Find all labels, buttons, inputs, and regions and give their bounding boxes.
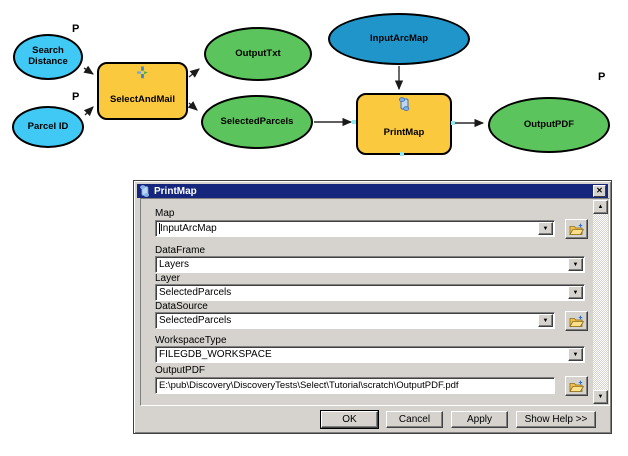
node-input-arcmap[interactable]: InputArcMap [328,13,470,65]
outputpdf-value[interactable]: E:\pub\Discovery\DiscoveryTests\Select\T… [159,380,459,391]
selection-handle[interactable] [400,152,404,156]
workspacetype-value[interactable]: FILEGDB_WORKSPACE [159,349,272,360]
model-icon [136,66,149,80]
connector-arrows [83,65,485,128]
scrollbar-track[interactable] [593,214,608,390]
open-folder-icon [569,380,584,393]
dropdown-arrow-icon[interactable]: ▼ [568,286,583,299]
node-selected-parcels[interactable]: SelectedParcels [201,95,313,149]
outputpdf-browse-button[interactable] [565,376,588,396]
cancel-button[interactable]: Cancel [386,411,443,428]
node-output-txt[interactable]: OutputTxt [204,27,312,81]
show-help-button[interactable]: Show Help >> [516,411,596,428]
parameter-marker: P [72,23,80,35]
datasource-browse-button[interactable] [565,311,588,331]
layer-combobox[interactable]: SelectedParcels ▼ [155,284,585,301]
field-label-map: Map [155,208,175,219]
printmap-dialog: PrintMap ✕ Map InputArcMap ▼ Dat [133,180,612,434]
ok-button[interactable]: OK [321,411,378,428]
field-label-layer: Layer [155,273,181,284]
apply-button[interactable]: Apply [451,411,508,428]
datasource-combobox[interactable]: SelectedParcels ▼ [155,312,555,329]
node-label: OutputPDF [523,118,575,130]
node-output-pdf[interactable]: OutputPDF [488,97,610,153]
dropdown-arrow-icon[interactable]: ▼ [568,258,583,271]
vertical-scrollbar[interactable]: ▲ ▼ [593,200,608,404]
close-icon[interactable]: ✕ [593,185,606,197]
selection-handle[interactable] [352,120,356,124]
node-parcel-id[interactable]: Parcel ID [12,106,84,148]
map-value[interactable]: InputArcMap [159,222,217,235]
scroll-down-icon[interactable]: ▼ [593,390,608,404]
outputpdf-input[interactable]: E:\pub\Discovery\DiscoveryTests\Select\T… [155,377,555,394]
node-label: Parcel ID [27,120,69,132]
node-label: Search Distance [28,45,68,67]
scroll-up-icon[interactable]: ▲ [593,200,608,214]
map-combobox[interactable]: InputArcMap ▼ [155,220,555,237]
field-label-dataframe: DataFrame [155,245,206,256]
dropdown-arrow-icon[interactable]: ▼ [568,348,583,361]
model-diagram: P P P Search Distance Parcel ID SelectAn… [0,0,628,178]
field-label-workspacetype: WorkspaceType [155,335,227,346]
node-label: PrintMap [383,126,425,138]
node-label: OutputTxt [235,47,281,59]
node-label: InputArcMap [369,32,429,44]
dataframe-value[interactable]: Layers [159,259,190,270]
open-folder-icon [569,315,584,328]
script-icon [398,97,410,111]
field-label-datasource: DataSource [155,301,208,312]
map-browse-button[interactable] [565,219,588,239]
datasource-value[interactable]: SelectedParcels [159,315,232,326]
node-label: SelectedParcels [220,115,294,127]
dataframe-combobox[interactable]: Layers ▼ [155,256,585,273]
selection-handle[interactable] [451,121,455,125]
node-search-distance[interactable]: Search Distance [13,34,83,80]
node-print-map[interactable]: PrintMap [356,93,452,155]
dropdown-arrow-icon[interactable]: ▼ [538,314,553,327]
node-select-and-mail[interactable]: SelectAndMail [97,62,188,120]
node-label: SelectAndMail [110,93,175,105]
dialog-title: PrintMap [154,185,197,197]
open-folder-icon [569,223,584,236]
dropdown-arrow-icon[interactable]: ▼ [538,222,553,235]
layer-value[interactable]: SelectedParcels [159,287,232,298]
workspacetype-combobox[interactable]: FILEGDB_WORKSPACE ▼ [155,346,585,363]
parameters-panel: Map InputArcMap ▼ DataFrame Layers ▼ [140,198,610,406]
parameter-marker: P [598,71,606,83]
text-caret [159,222,160,234]
parameter-marker: P [72,91,80,103]
field-label-outputpdf: OutputPDF [155,365,206,376]
script-icon [139,185,150,197]
dialog-title-bar[interactable]: PrintMap ✕ [137,184,608,198]
